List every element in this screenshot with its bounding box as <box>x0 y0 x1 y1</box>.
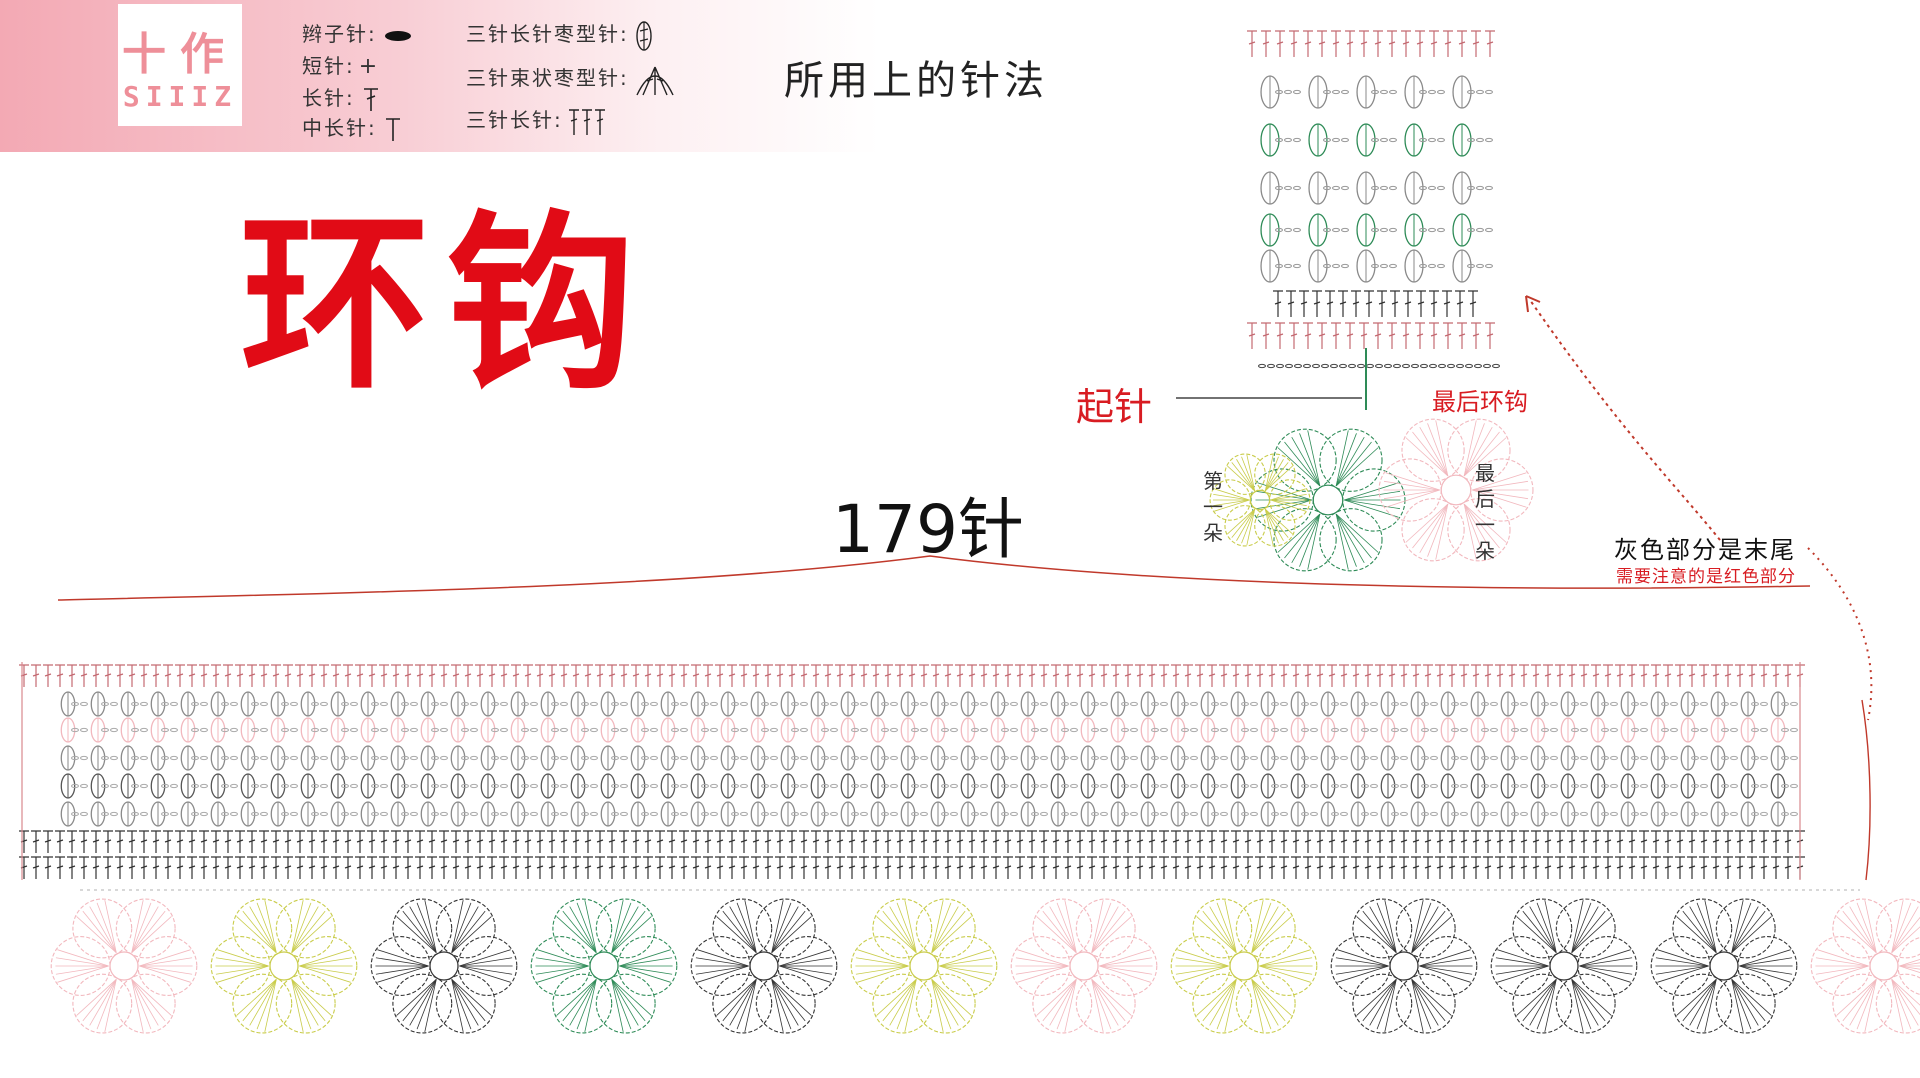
legend-three-dc-bundle-label: 三针束状枣型针: <box>466 66 629 90</box>
note-red-attention: 需要注意的是红色部分 <box>1616 567 1796 587</box>
brand-logo: 十作 SIIIZ <box>118 4 242 126</box>
legend-half-double: 中长针: <box>302 112 403 143</box>
legend-half-double-label: 中长针: <box>302 116 377 140</box>
legend-three-dc-puff-label: 三针长针枣型针: <box>466 22 629 46</box>
legend-three-dc-puff: 三针长针枣型针: <box>466 18 655 53</box>
note-gray-tail: 灰色部分是末尾 <box>1614 536 1796 564</box>
upper-stitch-chart <box>1247 30 1500 410</box>
main-title: 环钩 <box>240 194 653 415</box>
tail-arrow-line <box>1529 299 1721 541</box>
flower-row <box>50 889 1920 1034</box>
brand-name-en: SIIIZ <box>122 80 238 113</box>
legend-chain-label: 辫子针: <box>302 22 377 46</box>
legend-three-dc-label: 三针长针: <box>466 108 563 132</box>
bundle-puff-icon <box>636 66 674 95</box>
lower-stitch-chart <box>19 662 1805 880</box>
puff-stitch-icon <box>636 20 652 51</box>
side-brace <box>1861 699 1871 881</box>
stitch-count-brace <box>57 555 1811 601</box>
ring-flowers <box>1209 418 1534 572</box>
legend-single-label: 短针: <box>302 54 355 78</box>
side-dotted-line <box>1807 547 1873 721</box>
chain-stitch-icon <box>384 30 411 41</box>
three-dc-icon <box>568 108 605 135</box>
legend-three-dc-bundle: 三针束状枣型针: <box>466 62 677 97</box>
legend-double-label: 长针: <box>302 86 355 110</box>
start-label: 起针 <box>1076 385 1153 429</box>
legend-chain: 辫子针: <box>302 18 413 47</box>
last-flower-label: 最后一朵 <box>1475 461 1495 563</box>
stitch-count: 179针 <box>832 491 1024 568</box>
double-crochet-icon <box>363 87 378 111</box>
half-double-crochet-icon <box>385 117 400 141</box>
legend-three-dc: 三针长针: <box>466 104 607 137</box>
last-ring-label: 最后环钩 <box>1432 388 1528 416</box>
brand-name-cn: 十作 <box>122 29 238 80</box>
stitches-title: 所用上的针法 <box>784 58 1048 104</box>
single-crochet-icon: + <box>358 54 380 79</box>
legend-double: 长针: <box>302 82 381 113</box>
first-flower-label: 第一朵 <box>1203 469 1223 545</box>
tail-arrow-head <box>1525 295 1541 313</box>
legend-single: 短针:+ <box>302 50 379 79</box>
